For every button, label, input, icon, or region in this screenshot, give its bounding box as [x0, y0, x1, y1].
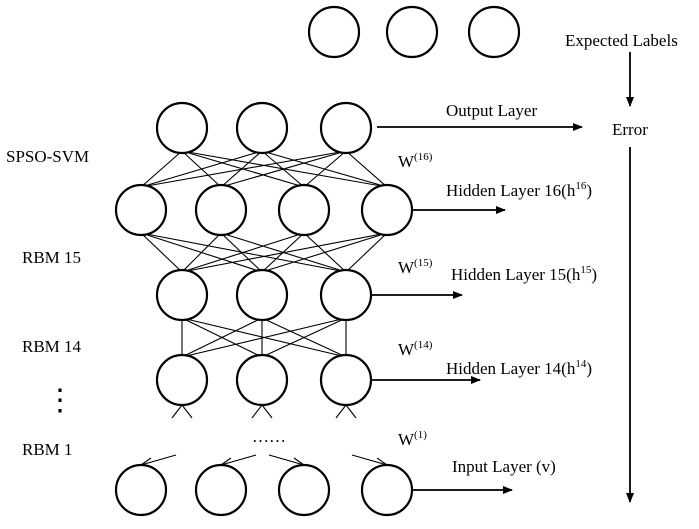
connection-stub	[181, 404, 193, 419]
hidden14-nodes	[155, 353, 373, 407]
neuron-node	[155, 101, 209, 155]
hidden-layer-15-text: Hidden Layer 15(h15)	[451, 264, 597, 284]
connection-edge	[140, 150, 263, 188]
neuron-node	[385, 5, 439, 59]
neuron-node	[235, 101, 289, 155]
connection-edge	[140, 232, 183, 273]
rbm14-label: RBM 14	[22, 337, 82, 356]
neuron-node	[194, 183, 248, 237]
connection-stub	[140, 454, 177, 466]
input-layer-nodes	[114, 463, 414, 517]
connection-edge	[345, 150, 388, 188]
connection-edge	[181, 232, 388, 273]
neuron-node	[114, 463, 168, 517]
arrows	[372, 52, 634, 503]
connection-edge	[140, 150, 183, 188]
layer-connections	[140, 150, 388, 466]
connection-edge	[261, 317, 347, 358]
connection-stub	[140, 457, 152, 466]
connection-stub	[220, 457, 232, 466]
output-layer-text: Output Layer	[446, 101, 537, 120]
connection-stub	[268, 454, 305, 466]
neuron-node	[307, 5, 361, 59]
connection-stub	[251, 404, 263, 419]
hidden-layer-14-text: Hidden Layer 14(h14)	[446, 358, 592, 378]
connection-edge	[303, 150, 347, 188]
expected-label-nodes	[307, 5, 521, 59]
expected-labels-text: Expected Labels	[565, 31, 678, 50]
neuron-node	[360, 463, 414, 517]
connection-stub	[171, 404, 183, 419]
rbm1-label: RBM 1	[22, 440, 73, 459]
connection-stub	[345, 404, 357, 419]
hidden-layer-16-text: Hidden Layer 16(h16)	[446, 180, 592, 200]
neuron-node	[277, 183, 331, 237]
connection-stub	[261, 404, 273, 419]
connection-edge	[261, 232, 388, 273]
hidden15-nodes	[155, 268, 373, 322]
connection-stub	[220, 454, 257, 466]
connection-edge	[140, 150, 347, 188]
neuron-node	[360, 183, 414, 237]
connection-edge	[220, 150, 347, 188]
neuron-node	[319, 268, 373, 322]
horizontal-ellipsis: ……	[252, 427, 286, 446]
neuron-node	[277, 463, 331, 517]
neuron-node	[155, 353, 209, 407]
connection-stub	[351, 454, 388, 466]
neuron-node	[235, 268, 289, 322]
connection-edge	[181, 232, 222, 273]
vertical-ellipsis: ⋮	[45, 384, 75, 417]
weight-w16: W(16)	[398, 151, 433, 171]
hidden16-nodes	[114, 183, 414, 237]
neuron-layers	[114, 5, 521, 517]
weight-w1: W(1)	[398, 429, 427, 449]
connection-edge	[345, 232, 388, 273]
neuron-node	[319, 101, 373, 155]
neuron-node	[319, 353, 373, 407]
input-layer-text: Input Layer (v)	[452, 457, 556, 476]
connection-stub	[293, 457, 305, 466]
connection-edge	[181, 232, 305, 273]
connection-stub	[335, 404, 347, 419]
output-layer-nodes	[155, 101, 373, 155]
connection-stub	[376, 457, 388, 466]
connection-edge	[181, 317, 347, 358]
neuron-node	[194, 463, 248, 517]
neuron-node	[114, 183, 168, 237]
error-text: Error	[612, 120, 648, 139]
connection-edge	[181, 317, 263, 358]
rbm15-label: RBM 15	[22, 248, 81, 267]
weight-w14: W(14)	[398, 339, 433, 359]
neuron-node	[235, 353, 289, 407]
neuron-node	[467, 5, 521, 59]
neuron-node	[155, 268, 209, 322]
classifier-label: SPSO-SVM	[6, 147, 89, 166]
weight-w15: W(15)	[398, 257, 433, 277]
